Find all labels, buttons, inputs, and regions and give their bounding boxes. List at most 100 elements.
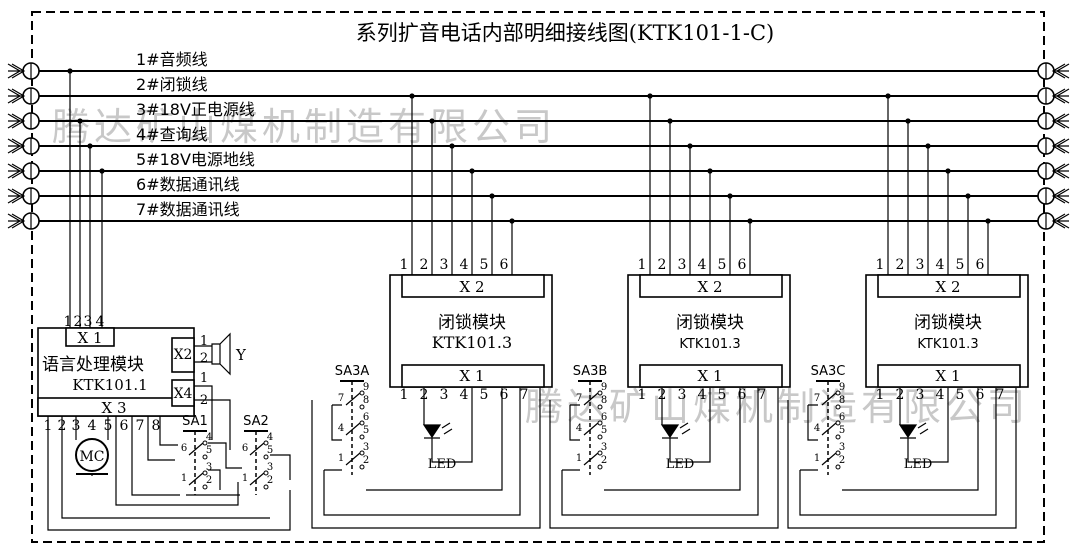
junction-dot bbox=[409, 93, 415, 99]
lock-x2-label: X 2 bbox=[460, 278, 485, 296]
voice-module-name: 语言处理模块 bbox=[42, 355, 144, 375]
contact-dot bbox=[359, 464, 365, 470]
junction-dot bbox=[509, 218, 515, 224]
lock-switch-pin: 3 bbox=[601, 442, 607, 453]
switch-sa2-contact bbox=[249, 472, 265, 486]
switch-sa1-pin: 1 bbox=[181, 473, 187, 484]
lock-module-model: KTK101.3 bbox=[917, 337, 978, 352]
lock-x1-pin: 1 bbox=[638, 387, 647, 403]
led-fill bbox=[900, 425, 916, 437]
microphone-label: MC bbox=[79, 449, 104, 465]
lock-switch-pin: 4 bbox=[814, 423, 820, 434]
sa-wire bbox=[186, 442, 291, 496]
left-terminal-arrow bbox=[7, 163, 26, 179]
lock-x2-pin: 6 bbox=[500, 257, 509, 273]
lock-switch-pin: 3 bbox=[363, 442, 369, 453]
lock-switch-label: SA3C bbox=[811, 364, 846, 379]
lock-switch-label: SA3A bbox=[335, 364, 370, 379]
voice-x1-pin: 2 bbox=[74, 314, 83, 330]
lock-switch-pin: 8 bbox=[363, 395, 369, 406]
junction-dot bbox=[687, 143, 693, 149]
lock-x2-pin: 3 bbox=[916, 257, 925, 273]
lock-switch-wire bbox=[549, 388, 779, 529]
lock-x1-connector bbox=[877, 364, 1021, 388]
contact-dot bbox=[359, 434, 365, 440]
contact-dot bbox=[263, 454, 269, 460]
speaker-icon bbox=[211, 332, 231, 376]
lock-module-model: KTK101.3 bbox=[679, 337, 740, 352]
voice-x2-pin-1: 1 bbox=[200, 334, 208, 349]
switch-sa2-pin: 6 bbox=[242, 443, 248, 454]
lock-switch-contact bbox=[821, 452, 837, 466]
lock-module-name: 闭锁模块 bbox=[676, 313, 744, 333]
voice-x4-connector bbox=[171, 379, 195, 407]
junction-dot bbox=[727, 193, 733, 199]
junction-dot bbox=[429, 118, 435, 124]
contact-dot bbox=[597, 464, 603, 470]
voice-x3-wire bbox=[147, 416, 175, 461]
junction-dot bbox=[747, 218, 753, 224]
switch-sa2-pin: 3 bbox=[267, 462, 273, 473]
lock-switch-contact bbox=[583, 392, 599, 406]
left-terminal-arrow bbox=[7, 213, 26, 229]
lock-x1-pin: 5 bbox=[956, 387, 965, 403]
junction-dot bbox=[647, 93, 653, 99]
lock-switch-contact bbox=[345, 392, 361, 406]
left-terminal-arrow bbox=[7, 63, 26, 79]
bus-lines bbox=[7, 62, 1070, 230]
voice-x3-wire bbox=[159, 416, 178, 446]
microphone-icon bbox=[75, 438, 109, 472]
lock-x1-pin: 6 bbox=[738, 387, 747, 403]
junction-dot bbox=[925, 143, 931, 149]
lock-x1-pin: 4 bbox=[460, 387, 469, 403]
lock-switch-wire bbox=[323, 388, 521, 516]
lock-switch-pin: 8 bbox=[839, 395, 845, 406]
switch-sa2-pin: 2 bbox=[267, 475, 273, 486]
bus-line-label: 3#18V正电源线 bbox=[136, 100, 255, 119]
voice-x2-pin-2: 2 bbox=[200, 351, 208, 366]
voice-x3-wire bbox=[47, 416, 291, 531]
lock-switch-pin: 6 bbox=[601, 412, 607, 423]
lock-x1-label: X 1 bbox=[698, 367, 723, 385]
switch-sa1-pin: 4 bbox=[206, 432, 212, 443]
lock-switch-pin: 9 bbox=[363, 382, 369, 393]
left-terminal-arrow bbox=[7, 138, 26, 154]
led-rays bbox=[917, 422, 929, 435]
junction-dot bbox=[77, 118, 83, 124]
switch-sa2-contact bbox=[249, 442, 265, 456]
lock-x1-pin: 7 bbox=[520, 387, 529, 403]
junction-dot bbox=[985, 218, 991, 224]
lock-switch-pin: 5 bbox=[363, 425, 369, 436]
switch-sa1-pin: 6 bbox=[181, 443, 187, 454]
junction-dot bbox=[885, 93, 891, 99]
lock-switch-pin: 1 bbox=[338, 453, 344, 464]
junction-dot bbox=[489, 193, 495, 199]
lock-switch-pin: 8 bbox=[601, 395, 607, 406]
lock-x2-pin: 2 bbox=[658, 257, 667, 273]
lock-switch-pin: 3 bbox=[839, 442, 845, 453]
lock-x2-pin: 1 bbox=[400, 257, 409, 273]
lock-switch-pin: 4 bbox=[576, 423, 582, 434]
lock-x2-pin: 4 bbox=[460, 257, 469, 273]
contact-dot bbox=[202, 470, 208, 476]
right-terminal-arrow bbox=[1051, 88, 1070, 104]
voice-x4-pin-1: 1 bbox=[200, 371, 208, 386]
lock-x1-pin: 3 bbox=[440, 387, 449, 403]
switch-sa2-pin: 5 bbox=[267, 445, 273, 456]
voice-x2-label: X2 bbox=[174, 347, 193, 363]
led-label: LED bbox=[666, 457, 695, 472]
contact-dot bbox=[359, 420, 365, 426]
switch-sa1-label: SA1 bbox=[182, 414, 208, 429]
led-rays bbox=[441, 422, 453, 435]
bus-line-labels: 1#音频线2#闭锁线3#18V正电源线4#查询线5#18V电源地线6#数据通讯线… bbox=[136, 50, 255, 219]
contact-dot bbox=[835, 404, 841, 410]
switch-sa1-pin: 5 bbox=[206, 445, 212, 456]
bus-line-label: 5#18V电源地线 bbox=[136, 150, 255, 169]
